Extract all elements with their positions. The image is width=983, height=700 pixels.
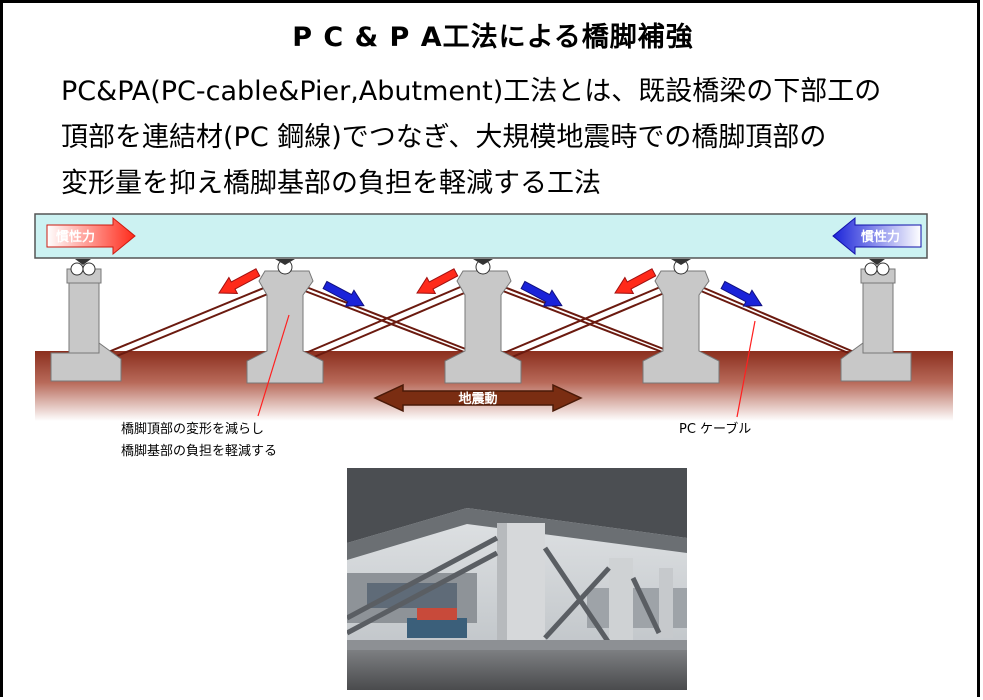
earthquake-arrow: 地震動	[373, 383, 583, 413]
inertia-label-right: 慣性力	[861, 229, 900, 245]
force-arrows	[218, 268, 763, 307]
bridge-deck	[34, 213, 928, 259]
slide-title: P C & P A工法による橋脚補強	[292, 22, 694, 53]
description-line-3: 変形量を抑え橋脚基部の負担を軽減する工法	[61, 168, 601, 199]
inertia-arrow-left: 慣性力	[46, 216, 136, 256]
note-line-2: 橋脚基部の負担を軽減する	[121, 443, 277, 459]
pier-2	[444, 259, 522, 384]
inertia-arrow-right: 慣性力	[832, 216, 922, 256]
pier-abutment-left	[50, 259, 122, 382]
note-line-1: 橋脚頂部の変形を減らし	[121, 421, 264, 437]
description-line-2: 頂部を連結材(PC 鋼線)でつなぎ、大規模地震時での橋脚頂部の	[61, 122, 827, 153]
pier-3	[642, 259, 720, 384]
pier-abutment-right	[840, 259, 912, 382]
bridge-diagram: 慣性力 慣性力	[34, 213, 953, 459]
bridge-photo	[347, 468, 687, 690]
pc-cables	[100, 284, 866, 361]
earthquake-label: 地震動	[458, 391, 497, 407]
description-line-1: PC&PA(PC-cable&Pier,Abutment)工法とは、既設橋梁の下…	[61, 76, 882, 107]
note-leader-line	[257, 314, 290, 417]
pier-1	[246, 259, 324, 384]
inertia-label-left: 慣性力	[56, 229, 95, 245]
description: PC&PA(PC-cable&Pier,Abutment)工法とは、既設橋梁の下…	[61, 69, 941, 207]
cable-leader-line	[736, 320, 756, 418]
cable-label: PC ケーブル	[679, 421, 751, 437]
